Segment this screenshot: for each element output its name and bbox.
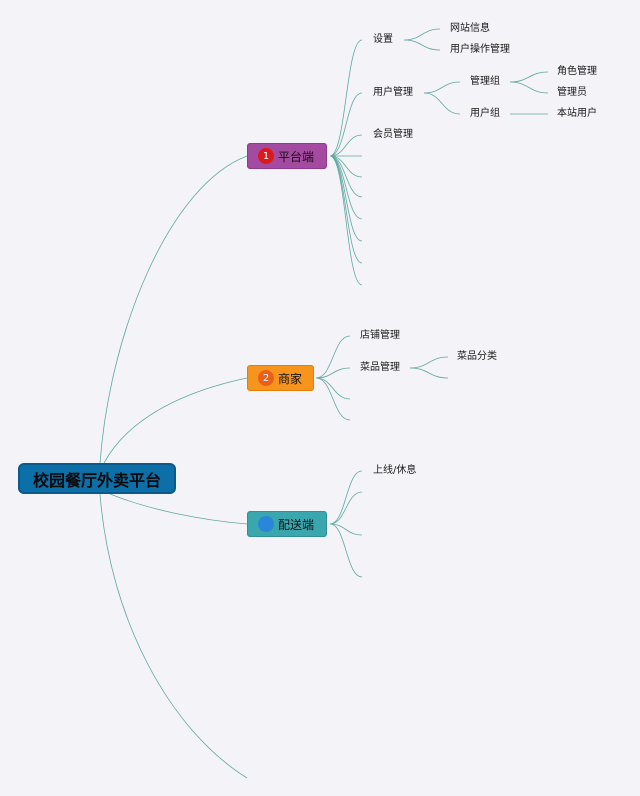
connector-merchant-3 bbox=[315, 377, 351, 421]
node-site-user[interactable]: 本站用户 bbox=[557, 108, 597, 119]
node-shop-mgmt[interactable]: 店铺管理 bbox=[360, 330, 400, 341]
node-role-mgmt[interactable]: 角色管理 bbox=[557, 66, 597, 77]
connector-delivery-3 bbox=[329, 523, 363, 578]
connector-platform-9 bbox=[329, 155, 363, 286]
connector-merchant-2 bbox=[315, 377, 351, 400]
branch-merchant-label: 商家 bbox=[278, 371, 303, 386]
branch-merchant[interactable]: 2 商家 bbox=[247, 365, 314, 391]
connector-delivery-1 bbox=[329, 491, 363, 525]
node-user-ops[interactable]: 用户操作管理 bbox=[450, 44, 510, 55]
priority-2-icon: 2 bbox=[258, 370, 274, 386]
connector-platform-7 bbox=[329, 155, 363, 242]
connector-root-delivery bbox=[109, 493, 248, 525]
connector-user-mgmt-admin-group bbox=[423, 81, 461, 94]
node-dish-category[interactable]: 菜品分类 bbox=[457, 351, 497, 362]
connector-settings-site-info bbox=[403, 28, 441, 41]
node-site-info[interactable]: 网站信息 bbox=[450, 23, 490, 34]
connector-delivery-2 bbox=[329, 523, 363, 536]
connector-platform-6 bbox=[329, 155, 363, 220]
branch-delivery-label: 配送端 bbox=[278, 517, 315, 532]
connector-root-merchant bbox=[103, 377, 248, 464]
priority-1-icon: 1 bbox=[258, 148, 274, 164]
connector-root-tail bbox=[99, 493, 248, 779]
node-admin[interactable]: 管理员 bbox=[557, 87, 587, 98]
node-online-offline[interactable]: 上线/休息 bbox=[373, 465, 417, 476]
root-label: 校园餐厅外卖平台 bbox=[32, 470, 161, 490]
connector-platform-1 bbox=[329, 92, 363, 157]
connector-dish-mgmt-empty bbox=[409, 367, 449, 379]
connector-user-mgmt-user-group bbox=[423, 92, 461, 115]
connector-platform-2 bbox=[329, 134, 363, 157]
connector-admin-group-role bbox=[509, 71, 549, 83]
connector-delivery-0 bbox=[329, 470, 363, 525]
connector-merchant-1 bbox=[315, 367, 351, 379]
connector-platform-0 bbox=[329, 39, 363, 157]
node-admin-group[interactable]: 管理组 bbox=[470, 76, 500, 87]
connector-platform-8 bbox=[329, 155, 363, 264]
node-user-group[interactable]: 用户组 bbox=[470, 108, 500, 119]
node-user-mgmt[interactable]: 用户管理 bbox=[373, 87, 413, 98]
node-member-mgmt[interactable]: 会员管理 bbox=[373, 129, 413, 140]
node-settings[interactable]: 设置 bbox=[373, 34, 393, 45]
connector-dish-mgmt-category bbox=[409, 356, 449, 369]
branch-delivery[interactable]: 配送端 bbox=[247, 511, 327, 537]
connector-admin-group-admin bbox=[509, 81, 549, 94]
connector-merchant-0 bbox=[315, 335, 351, 379]
root-node[interactable]: 校园餐厅外卖平台 bbox=[18, 463, 176, 494]
branch-platform[interactable]: 1 平台端 bbox=[247, 143, 327, 169]
node-dish-mgmt[interactable]: 菜品管理 bbox=[360, 362, 400, 373]
branch-platform-label: 平台端 bbox=[278, 149, 315, 164]
priority-3-icon bbox=[258, 516, 274, 532]
connector-settings-user-ops bbox=[403, 39, 441, 51]
connector-root-platform bbox=[99, 155, 248, 464]
